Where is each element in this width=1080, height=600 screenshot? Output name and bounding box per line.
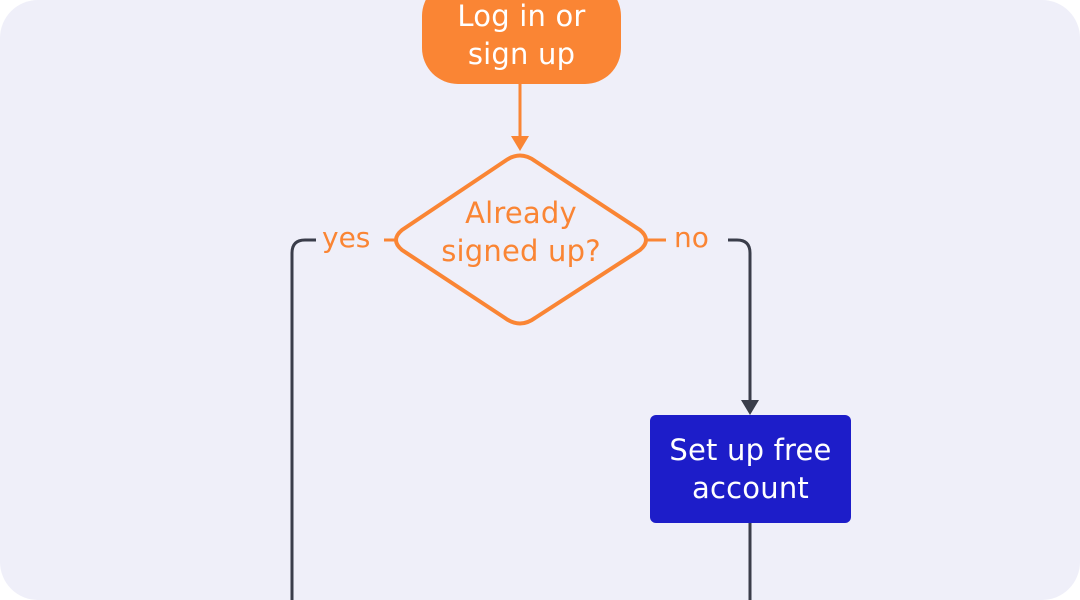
setup-node-line-2: account [692, 471, 809, 505]
arrowhead-no-to-setup [741, 400, 759, 415]
setup-node-line-1: Set up free [669, 433, 832, 467]
decision-node-shape[interactable] [394, 153, 648, 326]
setup-node-shape[interactable] [650, 415, 851, 523]
start-node-shape[interactable] [422, 0, 621, 84]
start-node-line-2: sign up [467, 37, 576, 71]
start-node-label: Log in or sign up [422, 0, 621, 73]
decision-node-label: Already signed up? [420, 194, 622, 270]
connector-yes-branch [290, 238, 316, 600]
setup-node-label: Set up free account [650, 431, 851, 507]
decision-node-line-2: signed up? [441, 234, 601, 268]
edge-label-yes: yes [318, 222, 375, 254]
start-node-line-1: Log in or [457, 0, 586, 33]
arrowhead-start-to-decision [511, 136, 529, 151]
edge-label-no: no [670, 222, 713, 254]
decision-node-line-1: Already [465, 196, 577, 230]
connector-no-branch [728, 238, 752, 402]
